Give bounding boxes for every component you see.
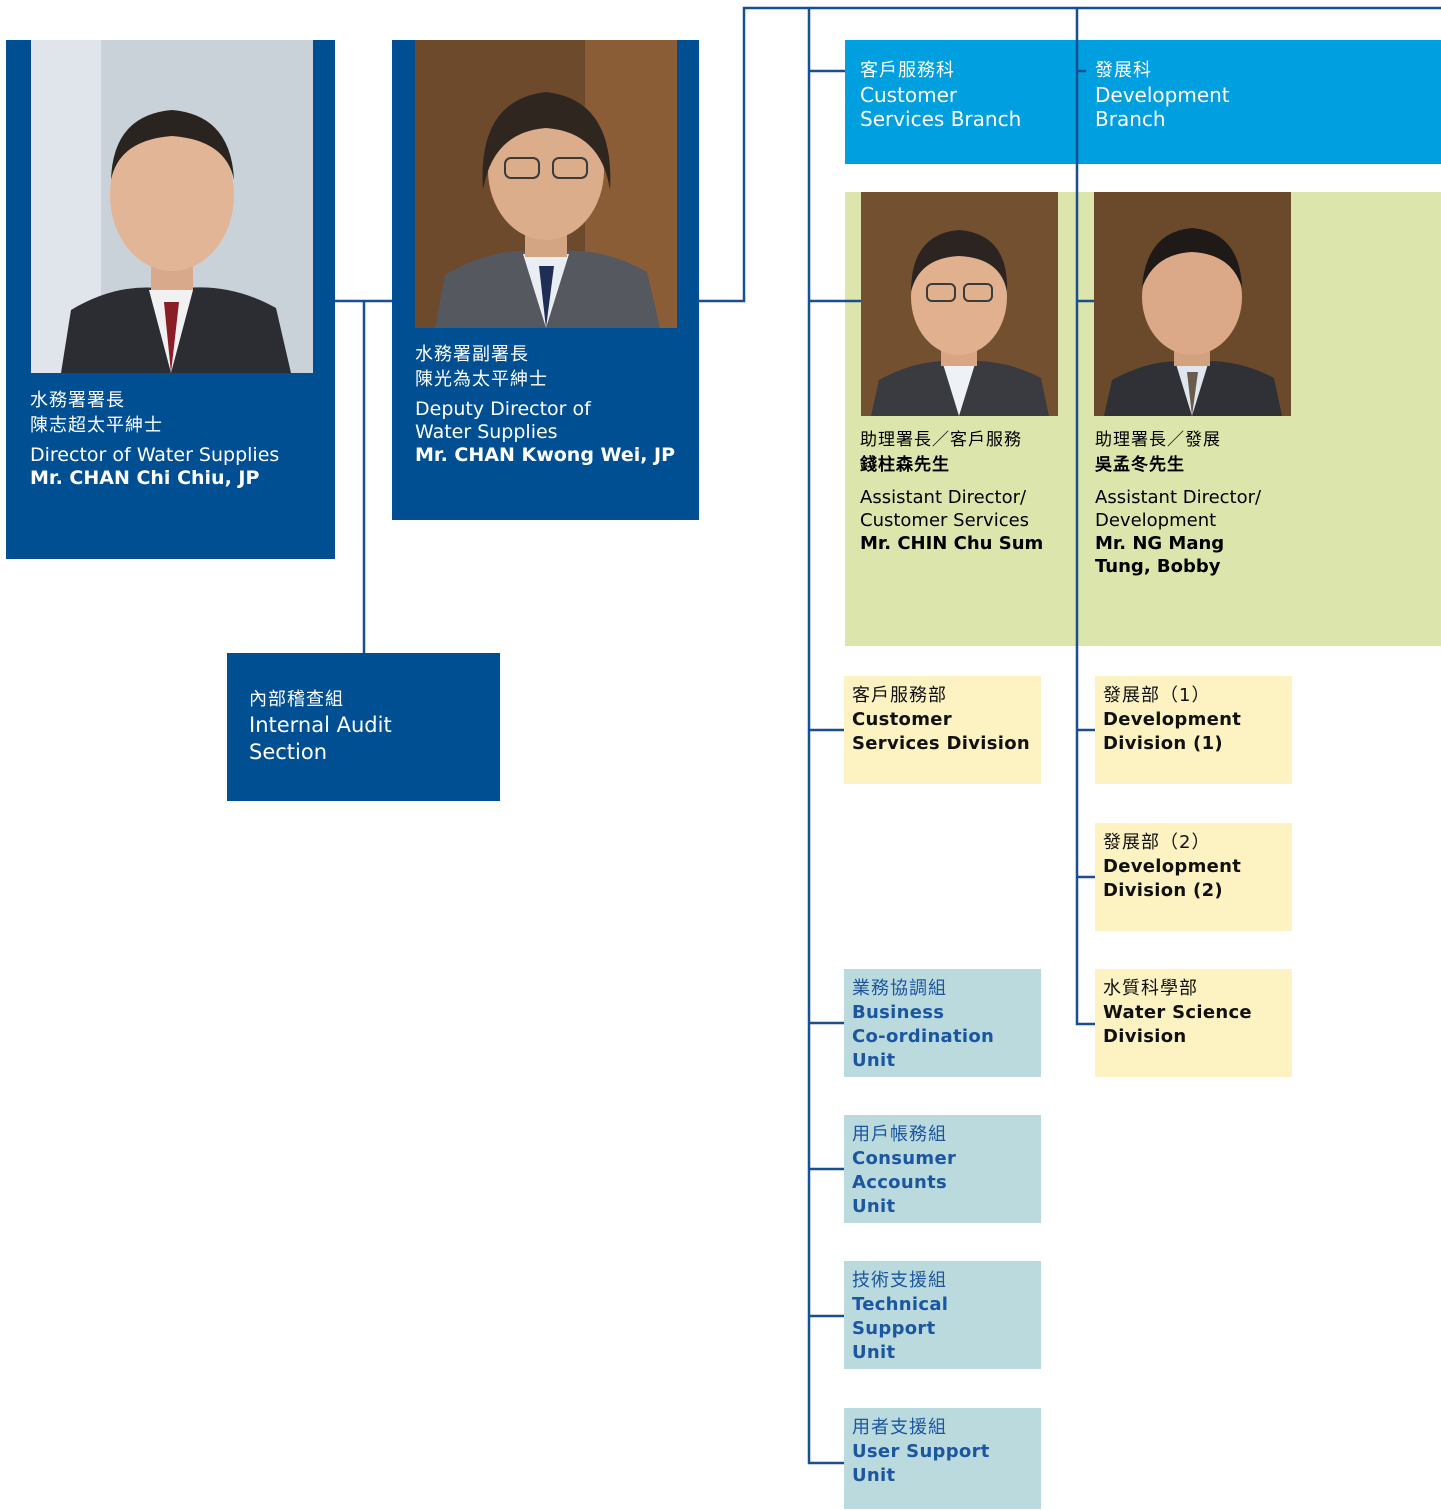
user-support-zh: 用者支援組 <box>852 1417 947 1438</box>
customer-division-zh: 客戶服務部 <box>852 685 947 706</box>
customer-branch-en-2: Services Branch <box>860 107 1022 131</box>
development-branch: 發展科 Development Branch <box>1095 58 1230 131</box>
development-branch-en-1: Development <box>1095 83 1230 107</box>
deputy-card: 水務署副署長 陳光為太平紳士 Deputy Director of Water … <box>392 40 699 520</box>
ad-customer-photo <box>861 192 1058 416</box>
development-branch-zh: 發展科 <box>1095 60 1152 81</box>
ad-development-title-en-1: Assistant Director/ <box>1095 487 1262 508</box>
ad-development-name-zh: 吳孟冬先生 <box>1095 455 1185 475</box>
water-science-division: 水質科學部 Water Science Division <box>1095 969 1292 1077</box>
customer-services-branch: 客戶服務科 Customer Services Branch <box>860 58 1021 131</box>
business-coordination-unit: 業務協調組 Business Co-ordination Unit <box>844 969 1041 1077</box>
development-division-2-zh: 發展部（2） <box>1103 832 1211 853</box>
water-science-en-1: Water Science <box>1103 1002 1252 1023</box>
development-division-1-zh: 發展部（1） <box>1103 685 1211 706</box>
customer-services-division: 客戶服務部 Customer Services Division <box>844 676 1041 784</box>
development-division-2: 發展部（2） Development Division (2) <box>1095 823 1292 931</box>
director-name-zh: 陳志超太平紳士 <box>30 415 163 436</box>
ad-customer-name-zh: 錢柱森先生 <box>860 455 950 475</box>
development-division-1-en-1: Development <box>1103 709 1242 730</box>
branch-header-bar: 客戶服務科 Customer Services Branch 發展科 Devel… <box>845 40 1441 164</box>
customer-branch-en-1: Customer <box>860 83 958 107</box>
ad-customer-title-zh: 助理署長／客戶服務 <box>860 430 1022 450</box>
user-support-en-1: User Support <box>852 1441 990 1462</box>
customer-division-en-1: Customer <box>852 709 952 730</box>
business-unit-en-3: Unit <box>852 1050 896 1071</box>
customer-division-en-2: Services Division <box>852 733 1030 754</box>
ad-development-title-zh: 助理署長／發展 <box>1095 430 1221 450</box>
internal-audit-box: 內部稽查組 Internal Audit Section <box>227 653 500 801</box>
internal-audit-en-1: Internal Audit <box>249 713 392 737</box>
deputy-title-en-2: Water Supplies <box>415 421 558 443</box>
deputy-name-zh: 陳光為太平紳士 <box>415 369 548 390</box>
director-title-zh: 水務署署長 <box>30 390 125 411</box>
ad-development-photo <box>1094 192 1291 416</box>
director-title-en: Director of Water Supplies <box>30 444 280 466</box>
technical-unit-en-2: Support <box>852 1318 936 1339</box>
development-division-1-en-2: Division (1) <box>1103 733 1223 754</box>
ad-customer-name-en: Mr. CHIN Chu Sum <box>860 533 1044 554</box>
consumer-unit-zh: 用戶帳務組 <box>852 1124 947 1145</box>
ad-development-name-en-1: Mr. NG Mang <box>1095 533 1225 554</box>
ad-development-name-en-2: Tung, Bobby <box>1095 556 1221 577</box>
technical-unit-zh: 技術支援組 <box>852 1270 947 1291</box>
assistant-directors-panel: 助理署長／客戶服務 錢柱森先生 Assistant Director/ Cust… <box>845 192 1441 646</box>
ad-development-title-en-2: Development <box>1095 510 1217 531</box>
director-card: 水務署署長 陳志超太平紳士 Director of Water Supplies… <box>6 40 335 559</box>
development-division-2-en-1: Development <box>1103 856 1242 877</box>
user-support-en-2: Unit <box>852 1465 896 1486</box>
director-name-en: Mr. CHAN Chi Chiu, JP <box>30 467 260 489</box>
ad-customer-title-en-1: Assistant Director/ <box>860 487 1027 508</box>
director-photo <box>31 40 313 373</box>
consumer-unit-en-2: Accounts <box>852 1172 947 1193</box>
business-unit-en-2: Co-ordination <box>852 1026 995 1047</box>
business-unit-en-1: Business <box>852 1002 945 1023</box>
internal-audit-en-2: Section <box>249 740 328 764</box>
internal-audit-zh: 內部稽查組 <box>249 689 344 710</box>
deputy-title-zh: 水務署副署長 <box>415 344 529 365</box>
technical-unit-en-3: Unit <box>852 1342 896 1363</box>
water-science-en-2: Division <box>1103 1026 1187 1047</box>
technical-support-unit: 技術支援組 Technical Support Unit <box>844 1261 1041 1369</box>
deputy-title-en-1: Deputy Director of <box>415 398 591 420</box>
consumer-unit-en-1: Consumer <box>852 1148 957 1169</box>
ad-customer-title-en-2: Customer Services <box>860 510 1030 531</box>
deputy-name-en: Mr. CHAN Kwong Wei, JP <box>415 444 676 466</box>
development-division-2-en-2: Division (2) <box>1103 880 1223 901</box>
development-division-1: 發展部（1） Development Division (1) <box>1095 676 1292 784</box>
consumer-accounts-unit: 用戶帳務組 Consumer Accounts Unit <box>844 1115 1041 1223</box>
water-science-zh: 水質科學部 <box>1103 978 1198 999</box>
business-unit-zh: 業務協調組 <box>852 978 947 999</box>
deputy-photo <box>415 40 677 328</box>
consumer-unit-en-3: Unit <box>852 1196 896 1217</box>
customer-branch-zh: 客戶服務科 <box>860 60 955 81</box>
technical-unit-en-1: Technical <box>852 1294 949 1315</box>
user-support-unit: 用者支援組 User Support Unit <box>844 1408 1041 1509</box>
development-branch-en-2: Branch <box>1095 107 1166 131</box>
